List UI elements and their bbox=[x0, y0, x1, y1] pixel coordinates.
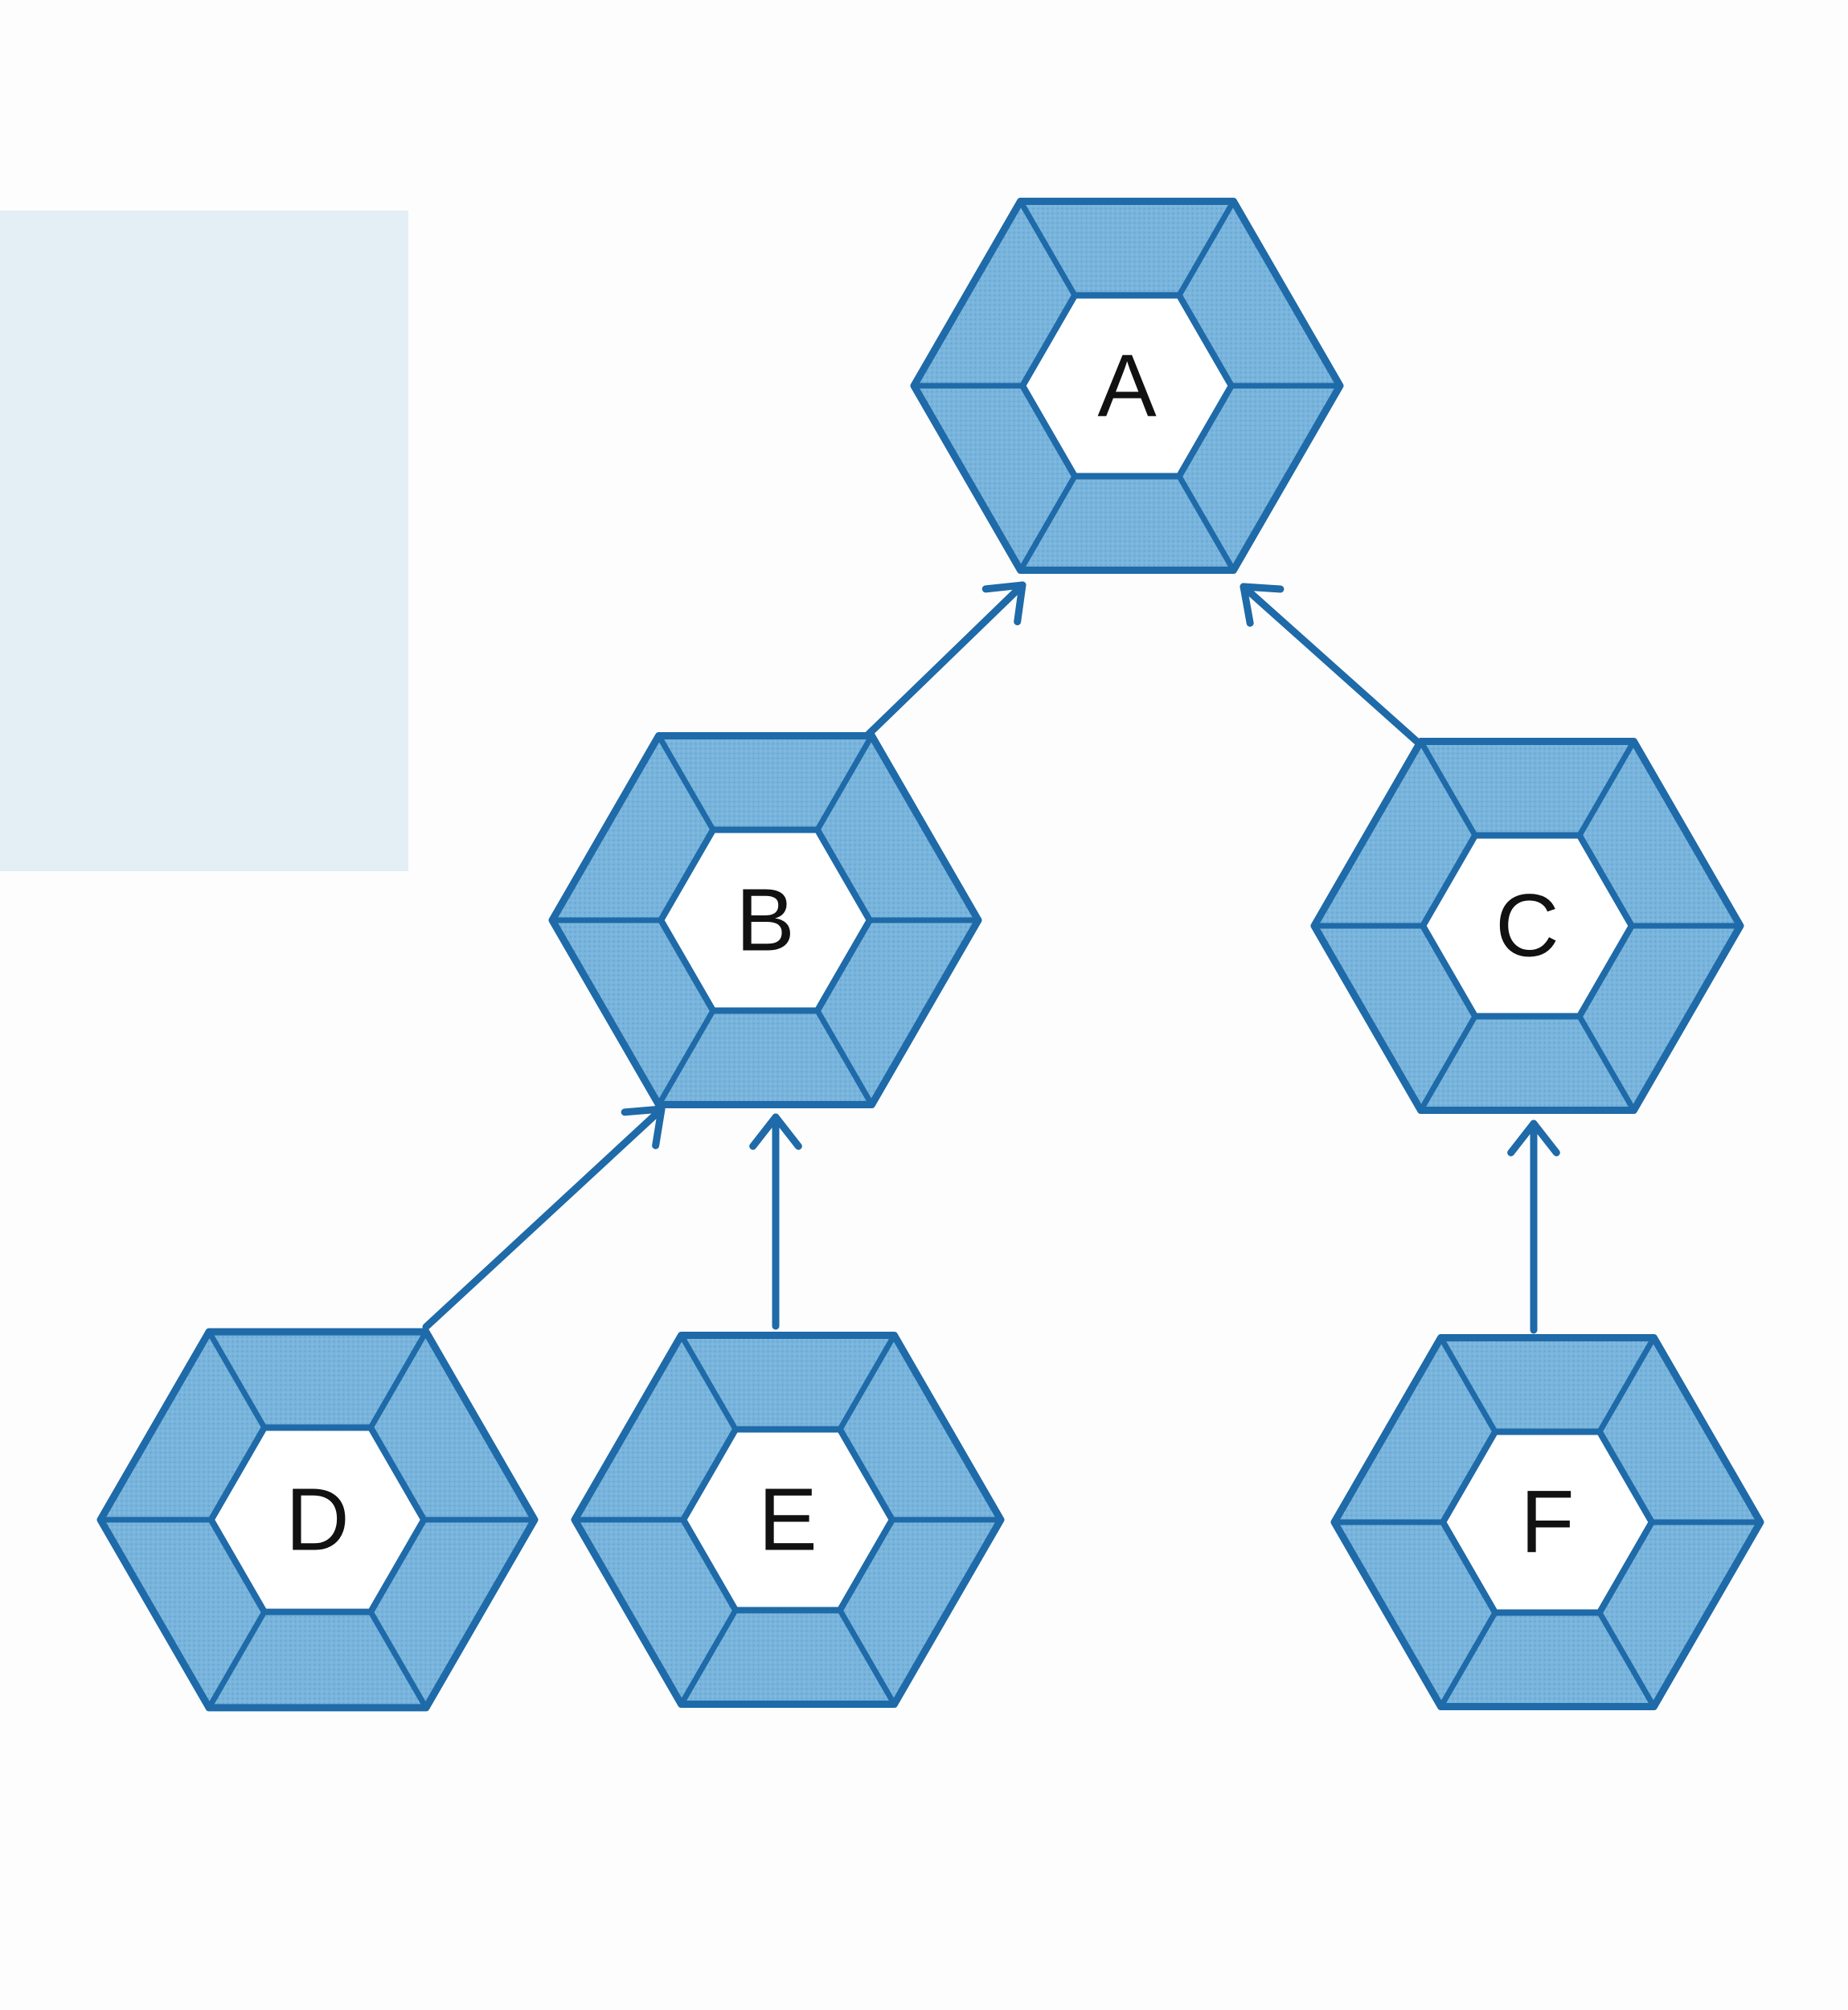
node-label-d: D bbox=[285, 1471, 349, 1570]
hexagon-inner bbox=[1019, 292, 1235, 480]
hexagon-spoke bbox=[837, 1333, 897, 1431]
hexagon-inner bbox=[1420, 832, 1635, 1020]
hexagon-spoke bbox=[1596, 1611, 1657, 1709]
edges-layer bbox=[422, 581, 1560, 1334]
node-e: E bbox=[571, 1332, 1005, 1708]
hexagon-spoke bbox=[678, 1333, 739, 1431]
hexagon-spoke bbox=[678, 1608, 739, 1706]
hexagon-spoke bbox=[1176, 199, 1236, 297]
edge-c-to-a bbox=[1240, 583, 1420, 745]
arrowhead-icon bbox=[749, 1113, 802, 1150]
side-panel bbox=[0, 211, 408, 871]
node-c: C bbox=[1310, 738, 1744, 1114]
hexagon-spoke bbox=[1018, 199, 1078, 297]
hexagon-spoke bbox=[814, 1009, 875, 1107]
arrowhead-icon bbox=[621, 1105, 666, 1149]
hexagon-spoke bbox=[1596, 1336, 1657, 1434]
nodes-layer: A B C D E F bbox=[96, 198, 1764, 1712]
edge-f-to-c bbox=[1507, 1120, 1560, 1334]
arrowhead-icon bbox=[981, 581, 1026, 626]
hexagon-spoke bbox=[206, 1330, 267, 1430]
hexagon-spoke bbox=[656, 1009, 716, 1107]
hexagon-spoke bbox=[1018, 474, 1078, 572]
hexagon-spoke bbox=[1576, 739, 1637, 837]
hexagon-spoke bbox=[837, 1608, 897, 1706]
node-a: A bbox=[910, 198, 1344, 574]
node-d: D bbox=[96, 1328, 539, 1712]
hexagon-spoke bbox=[1438, 1611, 1498, 1709]
arrowhead-icon bbox=[1240, 583, 1285, 627]
node-label-a: A bbox=[1097, 337, 1157, 436]
node-f: F bbox=[1330, 1334, 1764, 1710]
arrowhead-icon bbox=[1507, 1120, 1560, 1156]
edge-d-to-b bbox=[422, 1105, 666, 1331]
edge-e-to-b bbox=[749, 1113, 802, 1330]
hexagon-spoke bbox=[656, 734, 716, 832]
hexagon-inner bbox=[680, 1426, 895, 1614]
hexagon-inner bbox=[658, 826, 873, 1014]
hexagon-spoke bbox=[1176, 474, 1236, 572]
hexagon-spoke bbox=[1438, 1336, 1498, 1434]
hexagon-spoke bbox=[1418, 1014, 1478, 1112]
node-label-e: E bbox=[758, 1471, 817, 1570]
hexagon-spoke bbox=[368, 1610, 429, 1709]
node-b: B bbox=[548, 732, 982, 1108]
node-label-f: F bbox=[1520, 1473, 1574, 1572]
hexagon-spoke bbox=[368, 1330, 429, 1430]
edge-b-to-a bbox=[863, 581, 1026, 740]
hexagon-spoke bbox=[1576, 1014, 1637, 1112]
hexagon-spoke bbox=[814, 734, 875, 832]
hexagon-inner bbox=[1440, 1428, 1655, 1616]
hexagon-spoke bbox=[1418, 739, 1478, 837]
hexagon-spoke bbox=[206, 1610, 267, 1709]
hexagon-inner bbox=[207, 1424, 428, 1615]
node-label-b: B bbox=[736, 871, 794, 970]
node-label-c: C bbox=[1495, 877, 1559, 976]
